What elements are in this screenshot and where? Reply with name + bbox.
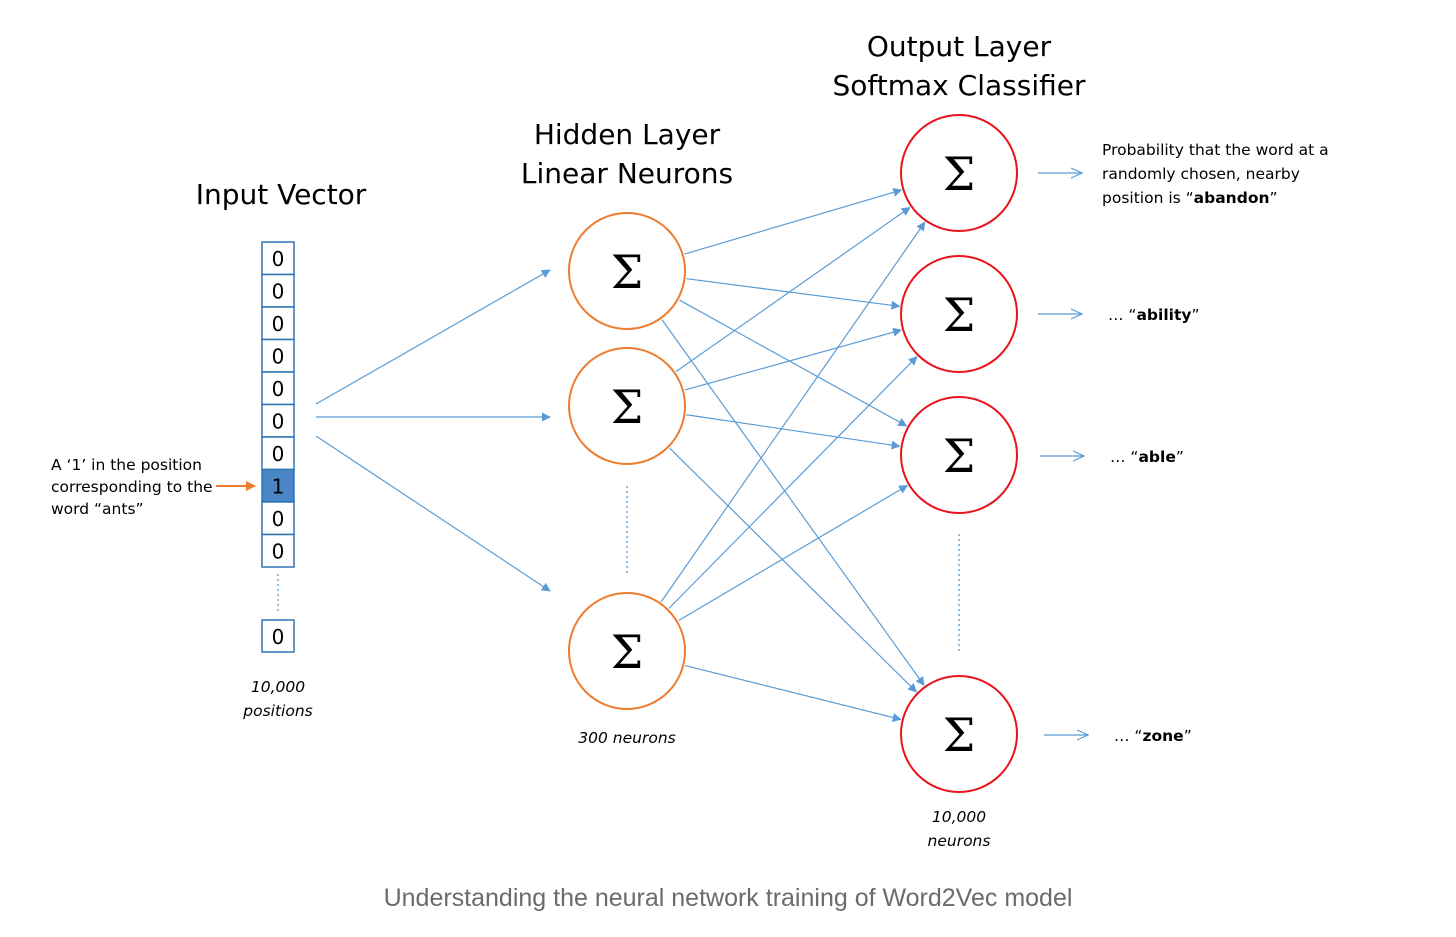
figure-caption: Understanding the neural network trainin… bbox=[383, 884, 1073, 912]
input-to-hidden-arrow-1 bbox=[315, 269, 551, 405]
input-vector: 0 0 0 0 0 0 0 1 0 0 bbox=[261, 241, 295, 568]
input-cell-last-value: 0 bbox=[272, 625, 285, 649]
output-label-able: … “able” bbox=[1110, 448, 1184, 466]
output-neuron-2: Σ bbox=[900, 255, 1018, 373]
connection-h1-o2 bbox=[686, 278, 901, 310]
probability-line3: position is “abandon” bbox=[1102, 189, 1278, 207]
input-cell-value: 0 bbox=[272, 345, 285, 369]
input-cell-last bbox=[261, 619, 295, 653]
input-cell-value: 1 bbox=[272, 475, 285, 499]
connection-h1-o1 bbox=[684, 187, 903, 255]
output-neuron-1-symbol: Σ bbox=[943, 147, 976, 201]
hidden-layer-title: Hidden Layer bbox=[534, 118, 721, 151]
probability-line3-prefix: position is “ bbox=[1102, 189, 1194, 207]
output-count-line2: neurons bbox=[928, 832, 991, 850]
output-neuron-1: Σ bbox=[900, 114, 1018, 232]
connection-h2-o3 bbox=[686, 414, 901, 450]
input-cell-value: 0 bbox=[272, 507, 285, 531]
input-cell bbox=[261, 533, 295, 568]
output-label-ability: … “ability” bbox=[1108, 306, 1200, 324]
hidden-neuron-2-symbol: Σ bbox=[611, 380, 644, 434]
annotation-line2: corresponding to the bbox=[51, 478, 213, 496]
output-count-line1: 10,000 bbox=[932, 808, 986, 826]
probability-line2: randomly chosen, nearby bbox=[1102, 165, 1300, 183]
output-neuron-2-symbol: Σ bbox=[943, 288, 976, 342]
annotation-line1: A ‘1’ in the position bbox=[51, 456, 202, 474]
hidden-neuron-3: Σ bbox=[568, 592, 686, 710]
probability-line3-suffix: ” bbox=[1270, 189, 1278, 207]
connection-h3-o1 bbox=[660, 221, 926, 603]
output-neuron-4: Σ bbox=[900, 675, 1018, 793]
connection-h2-o4 bbox=[669, 447, 917, 693]
annotation-line3: word “ants” bbox=[51, 500, 144, 518]
hidden-neuron-1-symbol: Σ bbox=[611, 245, 644, 299]
output-layer-title: Output Layer bbox=[867, 30, 1052, 63]
output-layer-subtitle: Softmax Classifier bbox=[833, 69, 1086, 102]
word2vec-diagram: Input Vector Hidden Layer Linear Neurons… bbox=[51, 30, 1329, 850]
output-word-abandon: abandon bbox=[1194, 189, 1270, 207]
input-cell-value: 0 bbox=[272, 410, 285, 434]
input-cell bbox=[261, 338, 295, 373]
input-count-line2: positions bbox=[242, 702, 312, 720]
hidden-neuron-1: Σ bbox=[568, 212, 686, 330]
hidden-to-output-connections bbox=[660, 187, 926, 722]
connection-h3-o3 bbox=[678, 484, 909, 622]
input-vector-title: Input Vector bbox=[196, 178, 367, 211]
hidden-neuron-2: Σ bbox=[568, 347, 686, 465]
connection-h1-o4 bbox=[661, 319, 925, 686]
input-to-hidden-arrow-3 bbox=[315, 435, 551, 592]
input-cell-value: 0 bbox=[272, 247, 285, 271]
hidden-neuron-count: 300 neurons bbox=[578, 729, 675, 747]
input-cell-value: 0 bbox=[272, 540, 285, 564]
input-cell-value: 0 bbox=[272, 442, 285, 466]
connection-h2-o2 bbox=[684, 327, 903, 391]
output-label-zone: … “zone” bbox=[1114, 727, 1192, 745]
output-neuron-4-symbol: Σ bbox=[943, 708, 976, 762]
input-count-line1: 10,000 bbox=[251, 678, 305, 696]
output-neuron-3: Σ bbox=[900, 396, 1018, 514]
input-cell-value: 0 bbox=[272, 312, 285, 336]
probability-line1: Probability that the word at a bbox=[1102, 141, 1329, 159]
output-neuron-3-symbol: Σ bbox=[943, 429, 976, 483]
connection-h2-o1 bbox=[675, 206, 911, 373]
connection-h1-o3 bbox=[679, 299, 908, 427]
hidden-layer-subtitle: Linear Neurons bbox=[521, 157, 733, 190]
connection-h3-o4 bbox=[685, 664, 902, 722]
input-cell bbox=[261, 403, 295, 438]
input-cell-value: 0 bbox=[272, 377, 285, 401]
hidden-neuron-3-symbol: Σ bbox=[611, 625, 644, 679]
connection-h3-o2 bbox=[668, 356, 918, 609]
input-cell-active bbox=[261, 468, 295, 503]
input-cell-value: 0 bbox=[272, 280, 285, 304]
